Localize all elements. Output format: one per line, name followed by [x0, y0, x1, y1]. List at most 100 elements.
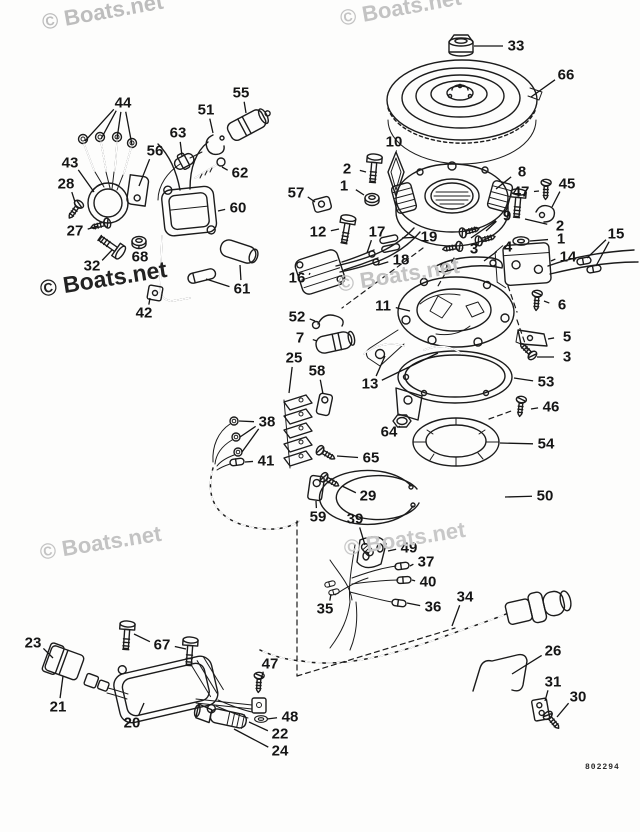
callout-6: 6 — [558, 297, 566, 314]
clip-52 — [311, 314, 344, 330]
leader-line-50 — [504, 495, 533, 498]
alignment-dashes — [296, 247, 528, 677]
leader-line-62 — [221, 166, 228, 171]
callout-50: 50 — [537, 488, 554, 505]
callout-52: 52 — [289, 309, 306, 326]
harness-34 — [259, 590, 572, 664]
leader-line-38 — [238, 420, 255, 423]
leader-line-17 — [366, 239, 373, 254]
callout-51: 51 — [198, 102, 215, 119]
callout-24: 24 — [272, 743, 289, 760]
leader-line-67 — [133, 633, 151, 643]
connector-63 — [157, 151, 203, 201]
timer-base — [365, 276, 515, 367]
callout-47: 47 — [262, 656, 279, 673]
timer-bracket — [395, 387, 423, 421]
connector-22-24 — [193, 703, 248, 729]
leader-line-25 — [288, 366, 293, 394]
callout-23: 23 — [25, 635, 42, 652]
callout-66: 66 — [558, 67, 575, 84]
callout-61: 61 — [234, 281, 251, 298]
callout-10: 10 — [386, 134, 403, 151]
leader-line-41 — [244, 460, 254, 463]
cover-49 — [356, 536, 387, 569]
callout-68: 68 — [132, 249, 149, 266]
leader-line-2 — [524, 218, 548, 225]
leader-line-31 — [544, 690, 549, 702]
leader-line-13 — [381, 352, 439, 381]
leader-line-8 — [495, 176, 512, 190]
clamp-59 — [307, 474, 325, 502]
elbow-boot-61 — [187, 239, 259, 284]
callout-13: 13 — [362, 376, 379, 393]
leader-line-44 — [116, 111, 122, 140]
callout-26: 26 — [545, 643, 562, 660]
flywheel-nut — [448, 34, 474, 57]
callout-33: 33 — [508, 38, 525, 55]
leader-line-37 — [409, 563, 414, 567]
clamp-45 — [535, 204, 556, 223]
leader-line-12 — [330, 228, 340, 232]
leader-line-20 — [138, 702, 145, 716]
leader-line-5 — [547, 337, 555, 340]
callout-15: 15 — [608, 226, 625, 243]
leader-line-22 — [248, 721, 269, 732]
leader-line-39 — [359, 527, 366, 546]
flywheel-key — [387, 151, 405, 197]
callout-27: 27 — [67, 223, 84, 240]
leader-line-61 — [239, 264, 242, 281]
callout-37: 37 — [418, 554, 435, 571]
callout-29: 29 — [360, 488, 377, 505]
leader-line-42 — [148, 297, 151, 305]
wire-loom-upper — [209, 467, 300, 530]
callout-46: 46 — [543, 399, 560, 416]
leader-line-7 — [312, 338, 318, 342]
callout-44: 44 — [115, 95, 132, 112]
sensor-wires-15 — [547, 249, 639, 275]
callout-4: 4 — [504, 239, 513, 256]
ignition-coil-60 — [161, 185, 218, 237]
callout-32: 32 — [84, 258, 101, 275]
leader-line-51 — [209, 118, 214, 134]
callout-2: 2 — [343, 161, 351, 178]
leader-line-46 — [530, 407, 539, 410]
leader-line-52 — [309, 318, 316, 322]
leader-line-15 — [595, 241, 610, 267]
lead-wires-38 — [212, 416, 243, 467]
callout-42: 42 — [136, 305, 153, 322]
callout-12: 12 — [310, 224, 327, 241]
callout-31: 31 — [545, 674, 562, 691]
leader-line-32 — [101, 249, 113, 261]
leader-line-24 — [233, 728, 269, 748]
leader-line-36 — [406, 602, 421, 607]
callout-36: 36 — [425, 599, 442, 616]
callout-20: 20 — [124, 715, 141, 732]
leader-line-57 — [307, 196, 316, 203]
leader-line-9 — [470, 220, 497, 239]
callout-14: 14 — [560, 249, 577, 266]
leader-line-63 — [179, 141, 183, 157]
leader-line-65 — [336, 455, 359, 459]
leader-line-21 — [59, 675, 64, 699]
clamp-51 — [205, 134, 225, 156]
callout-1: 1 — [557, 231, 565, 248]
charge-coil-16 — [294, 249, 346, 295]
callout-39: 39 — [347, 511, 364, 528]
callout-59: 59 — [310, 509, 327, 526]
leader-line-47 — [533, 190, 540, 193]
callout-43: 43 — [62, 155, 79, 172]
leader-line-66 — [530, 79, 556, 98]
leader-line-14 — [550, 258, 556, 262]
callout-58: 58 — [309, 363, 326, 380]
callout-1: 1 — [340, 178, 348, 195]
callout-67: 67 — [154, 637, 171, 654]
callout-45: 45 — [559, 176, 576, 193]
leader-line-44 — [100, 110, 117, 140]
callout-18: 18 — [393, 252, 410, 269]
leader-line-40 — [411, 579, 416, 582]
callout-40: 40 — [420, 574, 437, 591]
callout-38: 38 — [259, 414, 276, 431]
callout-35: 35 — [317, 601, 334, 618]
